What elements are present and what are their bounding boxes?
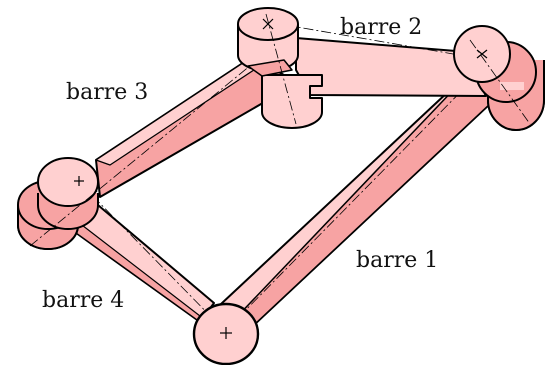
bar-1-axis bbox=[225, 59, 493, 331]
joint-right bbox=[453, 25, 545, 131]
bar-3-label: barre 3 bbox=[66, 80, 149, 105]
bar-4-label: barre 4 bbox=[42, 288, 125, 313]
bar-1-label: barre 1 bbox=[356, 248, 439, 273]
joint-top-axis bbox=[265, 13, 297, 125]
pin-center-left bbox=[74, 176, 84, 186]
joint-top bbox=[237, 7, 323, 129]
pin-center-top bbox=[262, 18, 274, 30]
pin-center-marks bbox=[74, 18, 488, 339]
bar-3-axis bbox=[29, 55, 263, 247]
joint-right-axis bbox=[469, 39, 531, 125]
bar-2-label: barre 2 bbox=[340, 15, 423, 40]
pin-center-right bbox=[476, 49, 488, 59]
bar-1 bbox=[205, 59, 508, 331]
pin-center-bottom bbox=[220, 327, 232, 339]
bar-2-axis bbox=[267, 21, 489, 61]
bar-4-axis bbox=[79, 182, 225, 331]
